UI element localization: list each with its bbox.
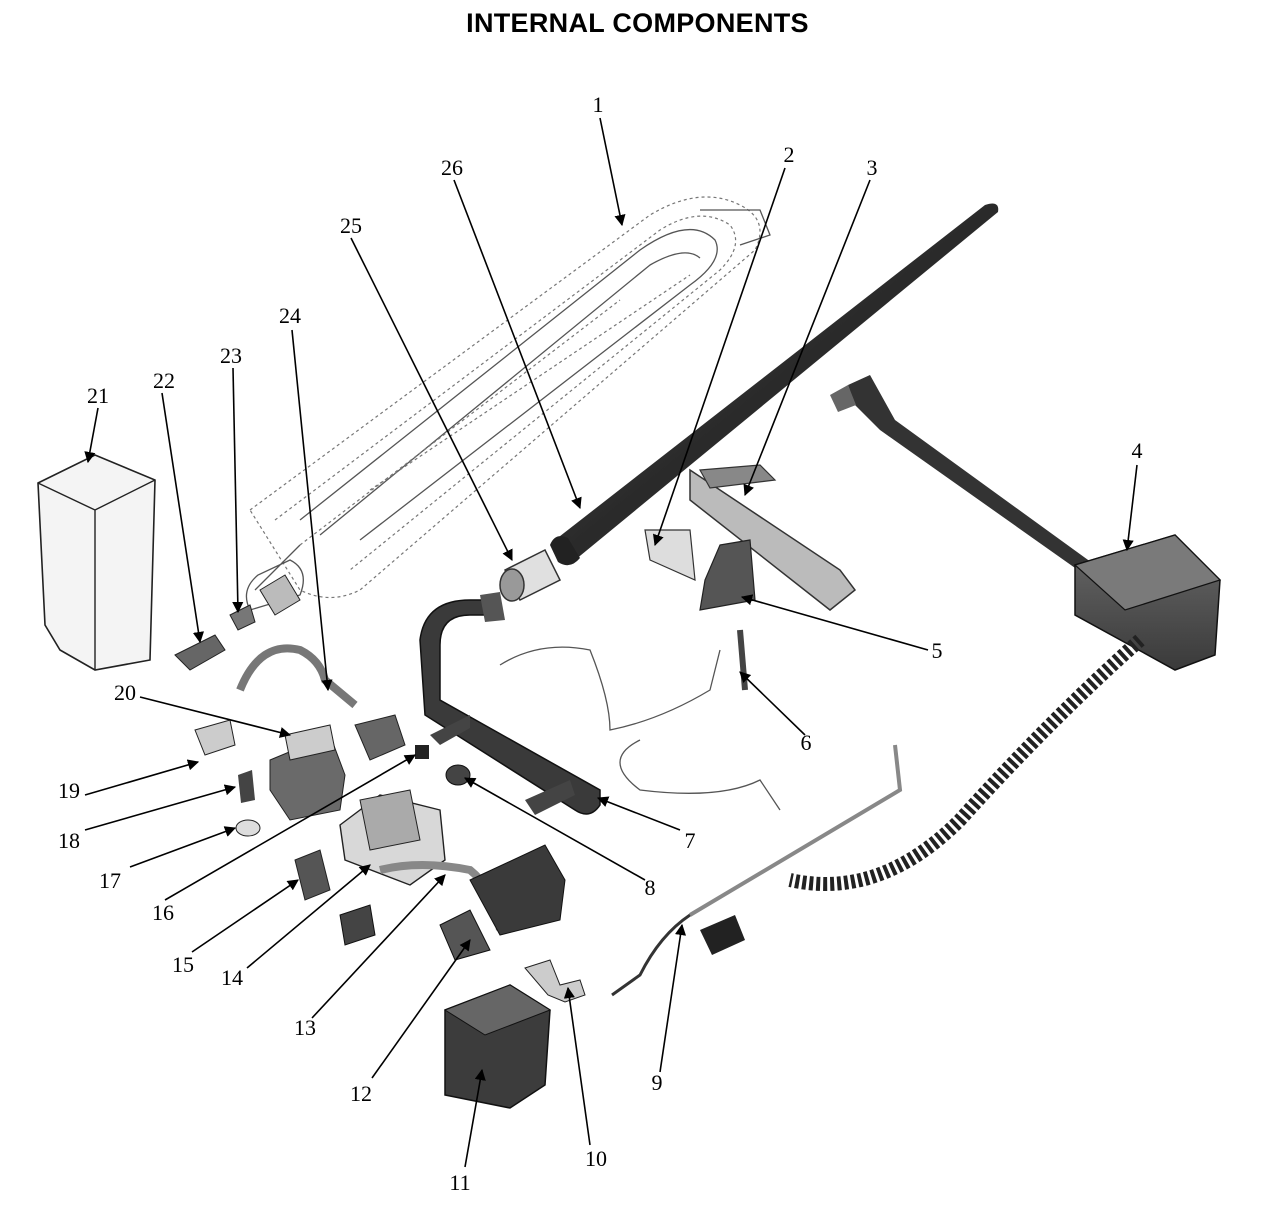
pipe-part (550, 203, 999, 566)
callout-labels: 1 2 3 4 5 6 7 8 9 10 11 12 13 14 15 16 1… (58, 92, 1143, 1195)
callout-13: 13 (294, 1015, 316, 1040)
manifold-part (419, 592, 601, 815)
callout-25: 25 (340, 213, 362, 238)
callout-17: 17 (99, 868, 121, 893)
callout-12: 12 (350, 1081, 372, 1106)
callout-26: 26 (441, 155, 463, 180)
tubing-part (499, 646, 781, 811)
heat-shield-part (37, 454, 156, 671)
junction-box-part (700, 375, 1222, 955)
thermocouple-part (611, 744, 903, 997)
callout-18: 18 (58, 828, 80, 853)
callout-6: 6 (801, 730, 812, 755)
callout-23: 23 (220, 343, 242, 368)
callout-21: 21 (87, 383, 109, 408)
callout-15: 15 (172, 952, 194, 977)
coupling-part (499, 548, 562, 602)
callout-5: 5 (932, 638, 943, 663)
callout-19: 19 (58, 778, 80, 803)
callout-9: 9 (652, 1070, 663, 1095)
callout-3: 3 (867, 155, 878, 180)
callout-7: 7 (685, 828, 696, 853)
callout-8: 8 (645, 875, 656, 900)
callout-22: 22 (153, 368, 175, 393)
callout-1: 1 (593, 92, 604, 117)
callout-4: 4 (1132, 438, 1143, 463)
callout-14: 14 (221, 965, 243, 990)
callout-11: 11 (449, 1170, 470, 1195)
callout-2: 2 (784, 142, 795, 167)
leader-lines (84, 117, 1138, 1168)
bracket-part (644, 464, 857, 691)
page-title: INTERNAL COMPONENTS (466, 8, 809, 38)
callout-10: 10 (585, 1146, 607, 1171)
callout-24: 24 (279, 303, 301, 328)
callout-16: 16 (152, 900, 174, 925)
valve-fittings-part (174, 574, 586, 1109)
callout-20: 20 (114, 680, 136, 705)
burner-part (245, 196, 771, 611)
